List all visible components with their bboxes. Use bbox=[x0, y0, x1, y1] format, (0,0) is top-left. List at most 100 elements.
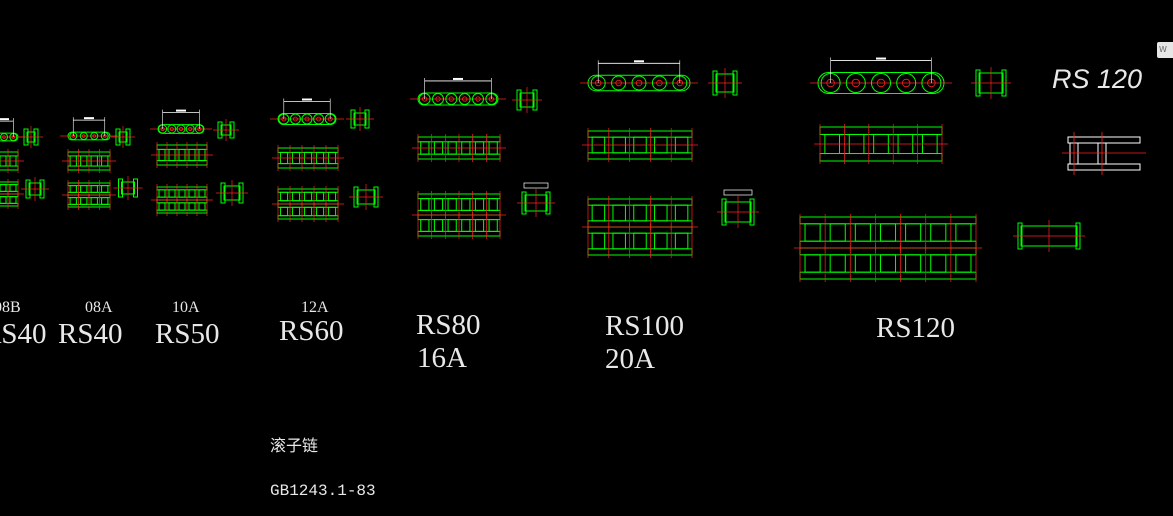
link-cell bbox=[80, 197, 88, 205]
link-cell bbox=[101, 197, 109, 205]
link-cell bbox=[303, 206, 313, 217]
pin bbox=[169, 127, 174, 132]
plate-strip bbox=[819, 153, 943, 162]
link-cell bbox=[829, 223, 846, 242]
roller bbox=[651, 75, 667, 91]
plate-strip bbox=[277, 163, 339, 169]
link-cell bbox=[447, 198, 457, 211]
detail-plate bbox=[1067, 136, 1141, 144]
footer-title: 滚子链 bbox=[270, 436, 319, 455]
dimension-text bbox=[0, 118, 9, 121]
link-cell bbox=[69, 185, 77, 193]
dimension-box bbox=[523, 182, 549, 189]
link-cell bbox=[905, 254, 922, 273]
link-cell bbox=[474, 219, 485, 232]
link-cell bbox=[178, 202, 186, 211]
link-cell bbox=[279, 191, 289, 202]
pin bbox=[656, 79, 663, 87]
pin bbox=[851, 78, 860, 88]
link-cell bbox=[158, 202, 166, 211]
pin bbox=[81, 134, 86, 138]
pin bbox=[178, 127, 183, 132]
roller bbox=[611, 75, 627, 91]
code-label-20a: 20A bbox=[605, 343, 655, 375]
name-label-rs80: RS80 bbox=[416, 309, 481, 341]
link-cell bbox=[327, 206, 337, 217]
link-cell bbox=[291, 206, 301, 217]
plate-strip bbox=[587, 130, 693, 138]
link-cell bbox=[198, 202, 206, 211]
link-cell bbox=[854, 254, 871, 273]
link-cell bbox=[9, 196, 17, 204]
name-label-08a: RS40 bbox=[58, 318, 123, 350]
link-cell bbox=[0, 196, 7, 204]
link-cell bbox=[930, 254, 947, 273]
pin bbox=[475, 96, 481, 102]
name-label-10a: RS50 bbox=[155, 318, 220, 350]
detail-plate bbox=[1067, 163, 1141, 171]
chain-12a bbox=[270, 98, 383, 222]
code-label-16a: 16A bbox=[417, 342, 467, 374]
pin bbox=[902, 78, 911, 88]
roller bbox=[896, 73, 917, 93]
pin bbox=[2, 135, 6, 139]
plate-strip bbox=[587, 152, 693, 160]
link-cell bbox=[930, 223, 947, 242]
pin bbox=[188, 127, 193, 132]
link-cell bbox=[488, 198, 498, 211]
link-cell bbox=[612, 232, 626, 250]
link-cell bbox=[461, 198, 471, 211]
name-label-08b: RS40 bbox=[0, 318, 47, 350]
link-cell bbox=[315, 191, 325, 202]
roller bbox=[313, 113, 325, 125]
link-cell bbox=[854, 223, 871, 242]
link-cell bbox=[955, 254, 972, 273]
corner-badge[interactable]: W bbox=[1157, 42, 1173, 58]
link-cell bbox=[198, 189, 206, 198]
title-rs120: RS 120 bbox=[1052, 64, 1143, 94]
link-cell bbox=[303, 191, 313, 202]
plate-strip bbox=[799, 271, 977, 280]
plate-strip bbox=[587, 198, 693, 206]
plate-strip bbox=[0, 151, 19, 157]
link-cell bbox=[420, 198, 430, 211]
link-cell bbox=[829, 254, 846, 273]
code-label-10a: 10A bbox=[172, 299, 200, 316]
link-cell bbox=[461, 219, 471, 232]
link-cell bbox=[90, 197, 98, 205]
plate-strip bbox=[587, 220, 693, 228]
chain-10a bbox=[150, 109, 248, 216]
link-cell bbox=[327, 191, 337, 202]
pin bbox=[615, 79, 622, 87]
chain-rs120 bbox=[794, 57, 1085, 282]
roller bbox=[0, 133, 8, 141]
dimension-text bbox=[176, 109, 186, 112]
link-cell bbox=[0, 184, 7, 192]
link-cell bbox=[188, 202, 196, 211]
plate-strip bbox=[799, 216, 977, 225]
link-cell bbox=[674, 232, 689, 250]
dimension-text bbox=[302, 98, 312, 101]
link-cell bbox=[420, 219, 430, 232]
link-cell bbox=[955, 223, 972, 242]
plate-strip bbox=[799, 240, 977, 249]
chain-08b bbox=[0, 118, 49, 209]
link-cell bbox=[168, 202, 176, 211]
link-cell bbox=[158, 189, 166, 198]
pin bbox=[92, 134, 97, 138]
pin bbox=[304, 116, 310, 122]
link-cell bbox=[488, 219, 498, 232]
link-cell bbox=[612, 204, 626, 222]
dimension-text bbox=[453, 77, 463, 80]
link-cell bbox=[905, 223, 922, 242]
link-cell bbox=[291, 191, 301, 202]
roller bbox=[79, 132, 88, 140]
link-cell bbox=[633, 204, 647, 222]
roller bbox=[301, 113, 313, 125]
chain-rs80 bbox=[410, 77, 555, 239]
roller bbox=[845, 73, 866, 93]
plate-strip bbox=[0, 165, 19, 171]
pin bbox=[435, 96, 441, 102]
link-cell bbox=[879, 254, 897, 273]
